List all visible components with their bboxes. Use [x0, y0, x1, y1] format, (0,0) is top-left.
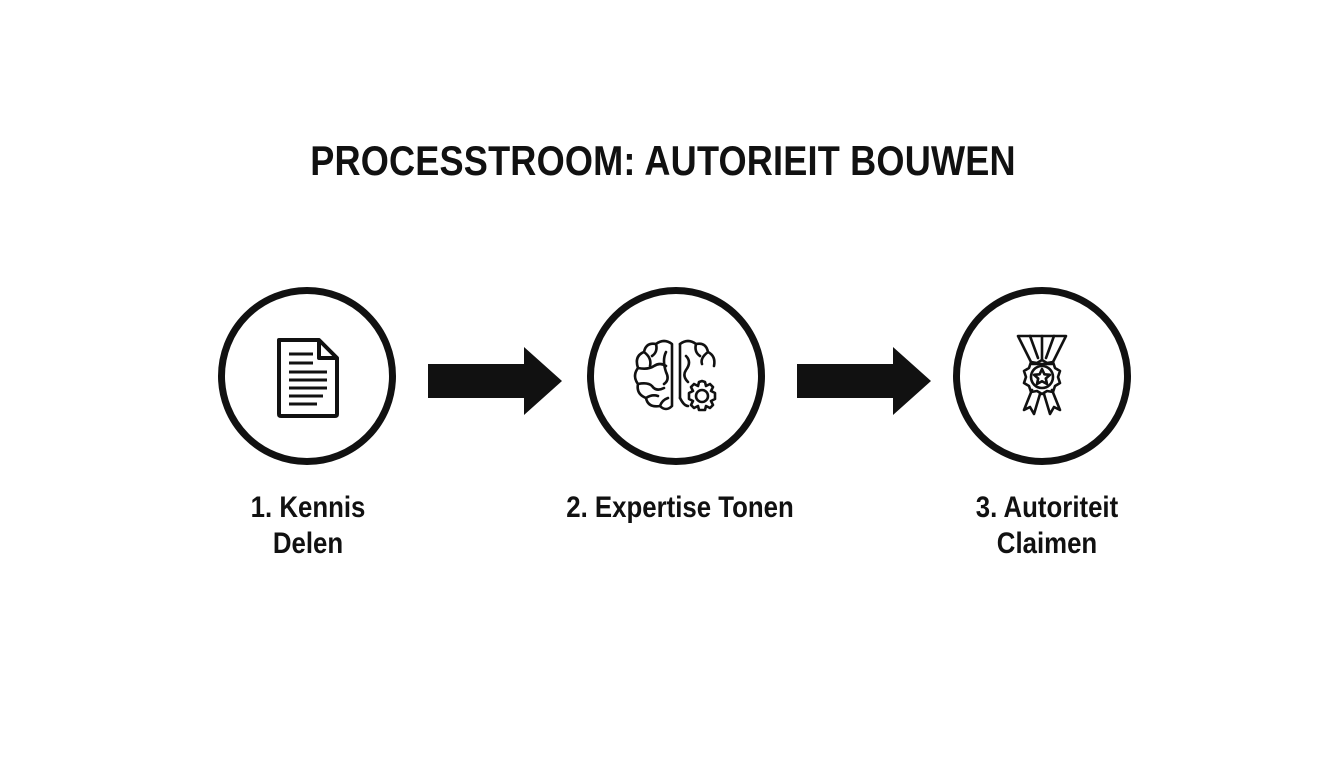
award-medal-icon [1016, 334, 1068, 416]
step-1-label-line-1: 1. Kennis [250, 491, 366, 524]
step-3-label-line-1: 3. Autoriteit [975, 491, 1119, 524]
diagram-title: PROCESSTROOM: AUTORIEIT BOUWEN [310, 137, 1016, 184]
flow-arrow-1 [428, 347, 562, 415]
step-1-label: 1. Kennis Delen [222, 490, 394, 562]
step-1-label-line-2: Delen [272, 527, 344, 560]
step-1-circle [218, 287, 396, 465]
step-2-circle [587, 287, 765, 465]
step-3-label: 3. Autoriteit Claimen [961, 490, 1133, 562]
step-2-label-line-1: 2. Expertise Tonen [566, 491, 794, 524]
step-2-label: 2. Expertise Tonen [551, 490, 809, 526]
flow-arrow-2 [797, 347, 931, 415]
step-3-circle [953, 287, 1131, 465]
document-icon [277, 338, 339, 418]
step-3-label-line-2: Claimen [996, 527, 1098, 560]
brain-gear-icon [633, 339, 717, 412]
